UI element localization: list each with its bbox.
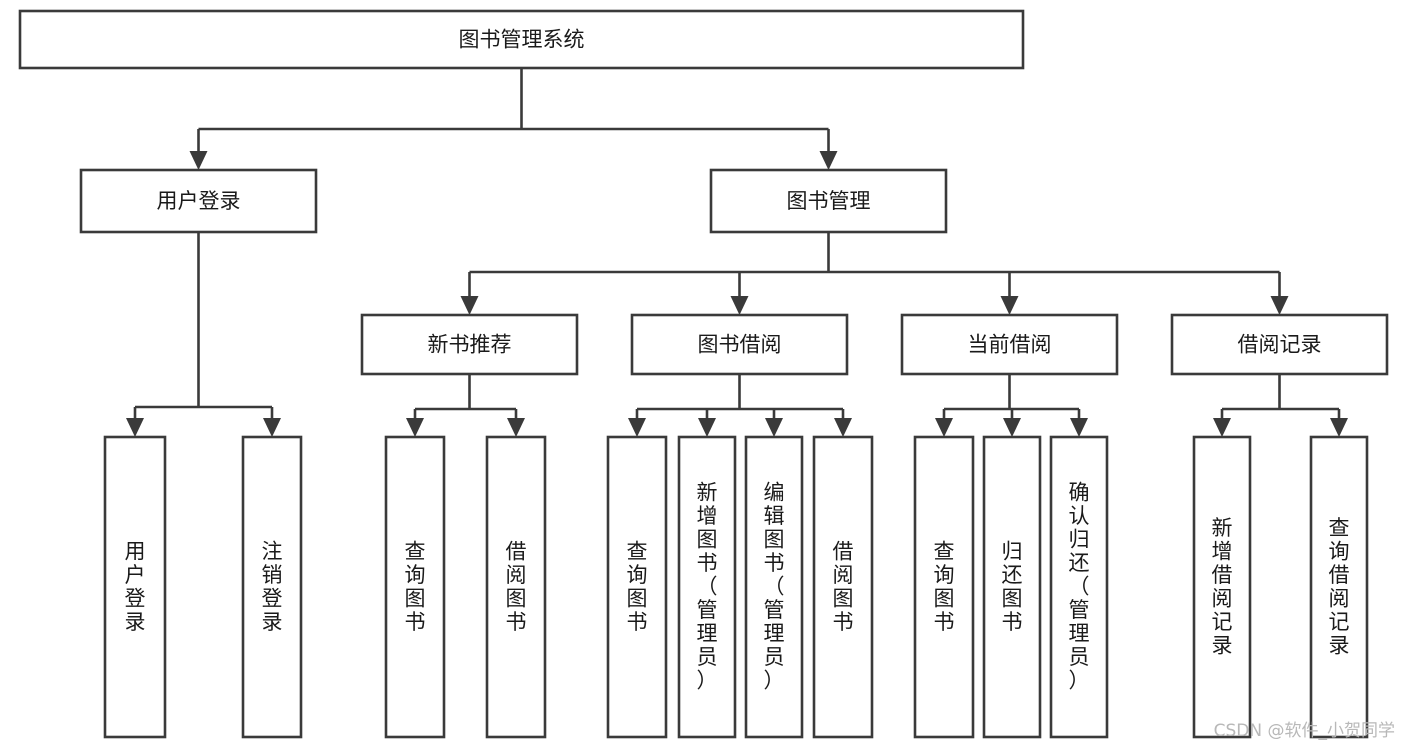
node-label: 图书管理系统 — [459, 28, 585, 52]
node-box[interactable] — [812, 435, 874, 739]
node-box[interactable] — [18, 9, 1025, 70]
node-level2-0[interactable]: 用户登录 — [79, 168, 318, 234]
arrow-head-icon — [1330, 418, 1348, 437]
node-root-0[interactable]: 图书管理系统 — [18, 9, 1025, 70]
node-box[interactable] — [677, 435, 737, 739]
arrow-head-icon — [819, 151, 838, 170]
node-box[interactable] — [103, 435, 167, 739]
node-leaf-6[interactable]: 编辑图书（管理员） — [744, 435, 804, 739]
node-box[interactable] — [1170, 313, 1389, 376]
node-leaf-9[interactable]: 归还图书 — [982, 435, 1042, 739]
arrow-head-icon — [189, 151, 208, 170]
node-label: 查询图书 — [405, 539, 426, 634]
node-label: 借阅图书 — [506, 539, 527, 634]
node-box[interactable] — [900, 313, 1119, 376]
node-box[interactable] — [913, 435, 975, 739]
node-level3-1[interactable]: 图书借阅 — [630, 313, 849, 376]
node-leaf-4[interactable]: 查询图书 — [606, 435, 668, 739]
node-label: 新增借阅记录 — [1212, 516, 1233, 658]
node-leaf-8[interactable]: 查询图书 — [913, 435, 975, 739]
node-label: 归还图书 — [1002, 539, 1023, 634]
arrow-head-icon — [1270, 296, 1289, 315]
node-label: 新书推荐 — [428, 333, 512, 357]
arrow-head-icon — [406, 418, 424, 437]
node-label: 当前借阅 — [968, 333, 1052, 357]
node-label: 查询图书 — [627, 539, 648, 634]
arrow-head-icon — [935, 418, 953, 437]
node-label: 新增图书（管理员） — [697, 481, 718, 693]
node-leaf-2[interactable]: 查询图书 — [384, 435, 446, 739]
node-box[interactable] — [982, 435, 1042, 739]
node-level2-1[interactable]: 图书管理 — [709, 168, 948, 234]
node-box[interactable] — [606, 435, 668, 739]
arrow-head-icon — [765, 418, 783, 437]
node-box[interactable] — [241, 435, 303, 739]
node-box[interactable] — [630, 313, 849, 376]
node-box[interactable] — [1192, 435, 1252, 739]
node-boxes-layer: 图书管理系统用户登录图书管理新书推荐图书借阅当前借阅借阅记录用户登录注销登录查询… — [18, 9, 1389, 739]
node-box[interactable] — [744, 435, 804, 739]
node-leaf-7[interactable]: 借阅图书 — [812, 435, 874, 739]
node-label: 借阅记录 — [1238, 333, 1322, 357]
node-leaf-5[interactable]: 新增图书（管理员） — [677, 435, 737, 739]
node-leaf-11[interactable]: 新增借阅记录 — [1192, 435, 1252, 739]
node-leaf-3[interactable]: 借阅图书 — [485, 435, 547, 739]
arrow-head-icon — [730, 296, 749, 315]
node-box[interactable] — [1309, 435, 1369, 739]
node-label: 查询借阅记录 — [1329, 516, 1350, 658]
node-box[interactable] — [360, 313, 579, 376]
arrow-head-icon — [698, 418, 716, 437]
node-box[interactable] — [709, 168, 948, 234]
node-level3-2[interactable]: 当前借阅 — [900, 313, 1119, 376]
node-label: 注销登录 — [262, 539, 283, 634]
node-leaf-0[interactable]: 用户登录 — [103, 435, 167, 739]
node-label: 借阅图书 — [833, 539, 854, 634]
node-box[interactable] — [1049, 435, 1109, 739]
arrow-head-icon — [263, 418, 281, 437]
node-level3-0[interactable]: 新书推荐 — [360, 313, 579, 376]
node-label: 查询图书 — [934, 539, 955, 634]
node-label: 用户登录 — [157, 189, 241, 213]
arrow-head-icon — [507, 418, 525, 437]
node-box[interactable] — [384, 435, 446, 739]
arrow-head-icon — [1070, 418, 1088, 437]
node-box[interactable] — [79, 168, 318, 234]
node-label: 用户登录 — [125, 539, 146, 634]
node-level3-3[interactable]: 借阅记录 — [1170, 313, 1389, 376]
node-leaf-12[interactable]: 查询借阅记录 — [1309, 435, 1369, 739]
arrow-head-icon — [628, 418, 646, 437]
node-box[interactable] — [485, 435, 547, 739]
arrow-head-icon — [1000, 296, 1019, 315]
arrow-head-icon — [1003, 418, 1021, 437]
node-leaf-1[interactable]: 注销登录 — [241, 435, 303, 739]
node-leaf-10[interactable]: 确认归还（管理员） — [1049, 435, 1109, 739]
node-label: 图书借阅 — [698, 333, 782, 357]
connector-lines-layer — [126, 68, 1348, 437]
arrow-head-icon — [834, 418, 852, 437]
node-label: 编辑图书（管理员） — [764, 481, 785, 693]
arrow-head-icon — [126, 418, 144, 437]
arrow-head-icon — [1213, 418, 1231, 437]
node-label: 确认归还（管理员） — [1069, 481, 1090, 693]
arrow-head-icon — [460, 296, 479, 315]
node-label: 图书管理 — [787, 189, 871, 213]
